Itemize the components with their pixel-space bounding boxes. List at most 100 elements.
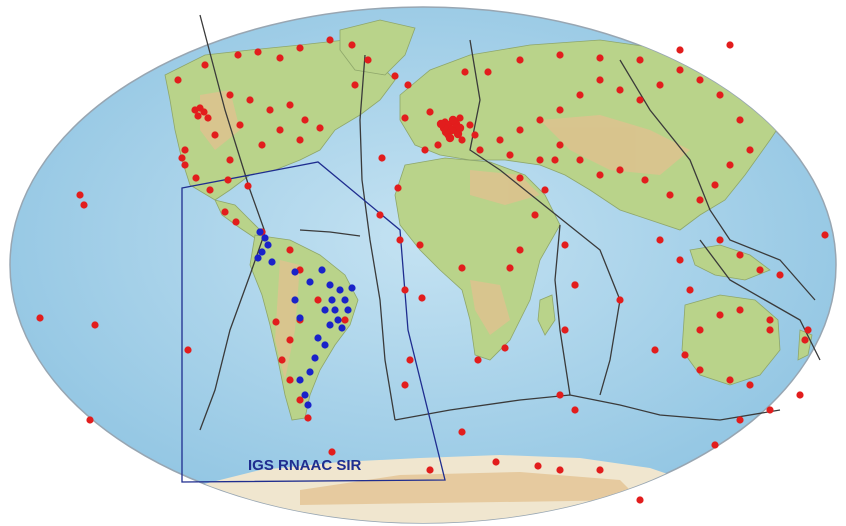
global-station-marker bbox=[181, 146, 189, 154]
global-station-marker bbox=[458, 428, 466, 436]
global-station-marker bbox=[596, 54, 604, 62]
global-station-marker bbox=[301, 116, 309, 124]
global-station-marker bbox=[506, 151, 514, 159]
global-station-marker bbox=[476, 146, 484, 154]
global-station-marker bbox=[236, 121, 244, 129]
global-station-marker bbox=[258, 141, 266, 149]
global-station-marker bbox=[406, 356, 414, 364]
global-station-marker bbox=[36, 314, 44, 322]
global-station-marker bbox=[556, 466, 564, 474]
global-station-marker bbox=[314, 296, 322, 304]
regional-station-marker bbox=[254, 254, 262, 262]
global-station-marker bbox=[821, 231, 829, 239]
global-station-marker bbox=[492, 458, 500, 466]
regional-station-marker bbox=[326, 321, 334, 329]
global-station-marker bbox=[276, 126, 284, 134]
global-station-marker bbox=[286, 246, 294, 254]
global-station-marker bbox=[576, 91, 584, 99]
global-station-marker bbox=[244, 182, 252, 190]
regional-station-marker bbox=[331, 306, 339, 314]
global-station-marker bbox=[556, 51, 564, 59]
global-station-marker bbox=[551, 156, 559, 164]
regional-station-marker bbox=[326, 281, 334, 289]
madagascar bbox=[537, 294, 556, 336]
regional-station-marker bbox=[341, 296, 349, 304]
global-station-marker bbox=[458, 264, 466, 272]
global-station-marker bbox=[328, 448, 336, 456]
global-station-marker bbox=[471, 131, 479, 139]
regional-station-marker bbox=[306, 278, 314, 286]
global-station-marker bbox=[801, 336, 809, 344]
regional-station-marker bbox=[318, 266, 326, 274]
global-station-marker bbox=[378, 154, 386, 162]
global-station-marker bbox=[326, 36, 334, 44]
global-station-marker bbox=[766, 316, 774, 324]
global-station-marker bbox=[178, 154, 186, 162]
global-station-marker bbox=[596, 466, 604, 474]
global-station-marker bbox=[736, 116, 744, 124]
global-station-marker bbox=[556, 141, 564, 149]
global-station-marker bbox=[556, 391, 564, 399]
australia bbox=[681, 294, 781, 386]
global-station-marker bbox=[681, 351, 689, 359]
global-station-marker bbox=[401, 381, 409, 389]
plate-boundaries bbox=[199, 14, 821, 431]
global-station-marker bbox=[736, 306, 744, 314]
global-station-marker bbox=[348, 41, 356, 49]
global-station-marker bbox=[201, 61, 209, 69]
global-station-marker bbox=[716, 236, 724, 244]
global-station-marker bbox=[541, 186, 549, 194]
regional-stations bbox=[254, 228, 356, 409]
global-station-marker bbox=[421, 146, 429, 154]
global-station-marker bbox=[184, 346, 192, 354]
global-station-marker bbox=[76, 191, 84, 199]
global-stations bbox=[36, 36, 829, 504]
global-station-marker bbox=[418, 294, 426, 302]
global-station-marker bbox=[711, 441, 719, 449]
global-station-marker bbox=[676, 256, 684, 264]
global-station-marker bbox=[501, 344, 509, 352]
global-station-marker bbox=[461, 68, 469, 76]
global-station-marker bbox=[534, 462, 542, 470]
global-station-marker bbox=[445, 133, 455, 143]
global-station-marker bbox=[576, 156, 584, 164]
global-station-marker bbox=[401, 286, 409, 294]
global-station-marker bbox=[756, 266, 764, 274]
global-station-marker bbox=[474, 356, 482, 364]
regional-station-marker bbox=[336, 286, 344, 294]
regional-station-marker bbox=[256, 228, 264, 236]
global-station-marker bbox=[286, 336, 294, 344]
global-station-marker bbox=[276, 54, 284, 62]
global-station-marker bbox=[616, 86, 624, 94]
global-station-marker bbox=[561, 326, 569, 334]
global-station-marker bbox=[746, 146, 754, 154]
global-station-marker bbox=[536, 116, 544, 124]
regional-station-marker bbox=[344, 306, 352, 314]
regional-station-marker bbox=[348, 284, 356, 292]
global-station-marker bbox=[458, 136, 466, 144]
global-station-marker bbox=[404, 81, 412, 89]
global-station-marker bbox=[726, 41, 734, 49]
global-station-marker bbox=[416, 241, 424, 249]
global-station-marker bbox=[364, 56, 372, 64]
regional-station-marker bbox=[291, 268, 299, 276]
global-station-marker bbox=[686, 286, 694, 294]
global-station-marker bbox=[726, 161, 734, 169]
global-station-marker bbox=[376, 211, 384, 219]
global-station-marker bbox=[80, 201, 88, 209]
regional-station-marker bbox=[301, 391, 309, 399]
global-station-marker bbox=[211, 131, 219, 139]
global-station-marker bbox=[656, 81, 664, 89]
global-station-marker bbox=[516, 56, 524, 64]
global-station-marker bbox=[426, 108, 434, 116]
global-station-marker bbox=[804, 326, 812, 334]
global-station-marker bbox=[796, 391, 804, 399]
global-station-marker bbox=[466, 121, 474, 129]
global-station-marker bbox=[86, 416, 94, 424]
global-station-marker bbox=[571, 281, 579, 289]
global-station-marker bbox=[341, 316, 349, 324]
regional-station-marker bbox=[328, 296, 336, 304]
global-station-marker bbox=[181, 161, 189, 169]
global-station-marker bbox=[616, 166, 624, 174]
